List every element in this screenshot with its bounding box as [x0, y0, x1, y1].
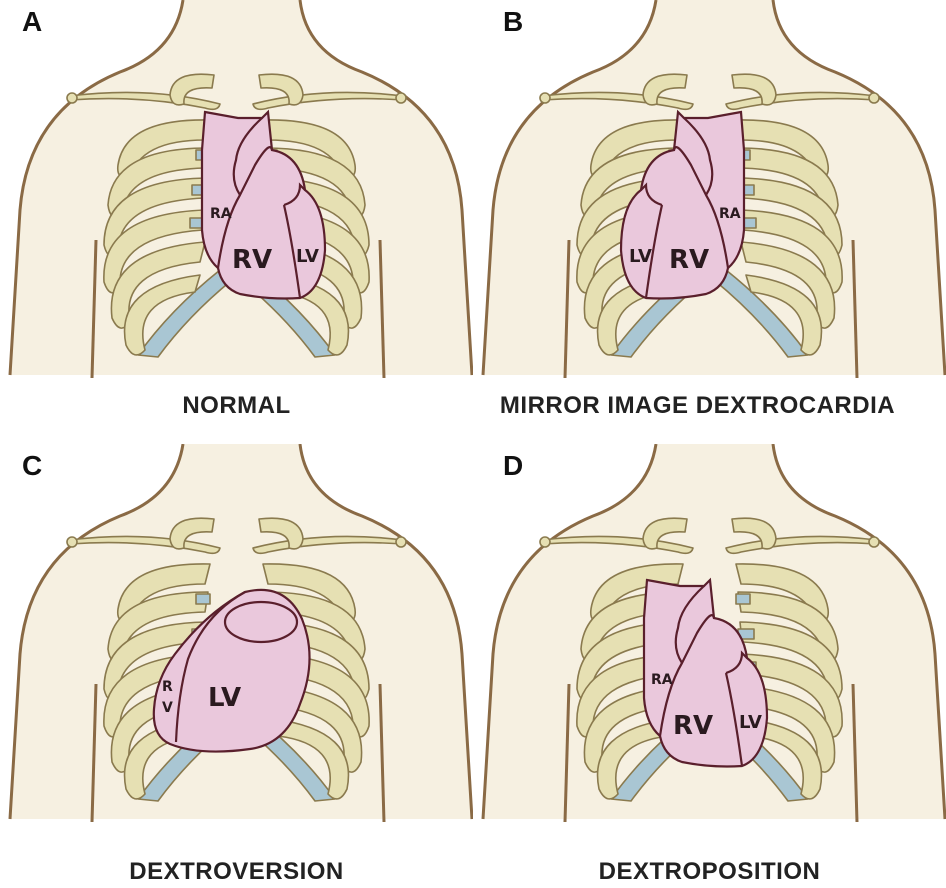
panel-letter: B	[503, 6, 523, 38]
panel-caption: DEXTROVERSION	[0, 858, 473, 886]
label-r: R	[162, 679, 173, 695]
panel-caption: DEXTROPOSITION	[473, 858, 946, 886]
label-rv: RV	[669, 245, 709, 275]
label-ra: RA	[651, 672, 673, 688]
label-ra: RA	[719, 206, 741, 222]
label-lv: LV	[208, 683, 241, 713]
panel-caption: NORMAL	[0, 392, 473, 420]
label-rv: RV	[232, 245, 272, 275]
chest-illustration: RA RV LV	[473, 444, 946, 888]
panel-mirror-image-dextrocardia: RA RV LV B MIRROR IMAGE DEXTROCARDIA	[473, 0, 946, 444]
chest-illustration: RA RV LV	[473, 0, 946, 444]
chest-illustration: RA RV LV	[0, 0, 473, 444]
panel-letter: A	[22, 6, 42, 38]
label-rv: RV	[673, 711, 713, 741]
panel-caption: MIRROR IMAGE DEXTROCARDIA	[473, 392, 934, 420]
panel-dextroversion: R V LV C DEXTROVERSION	[0, 444, 473, 888]
panel-dextroposition: RA RV LV D DEXTROPOSITION	[473, 444, 946, 888]
label-lv: LV	[629, 246, 652, 267]
chest-illustration: R V LV	[0, 444, 473, 888]
panel-letter: C	[22, 450, 42, 482]
label-ra: RA	[210, 206, 232, 222]
panel-letter: D	[503, 450, 523, 482]
label-v: V	[162, 700, 173, 716]
label-lv: LV	[739, 712, 762, 733]
panel-normal: RA RV LV A NORMAL	[0, 0, 473, 444]
label-lv: LV	[296, 246, 319, 267]
